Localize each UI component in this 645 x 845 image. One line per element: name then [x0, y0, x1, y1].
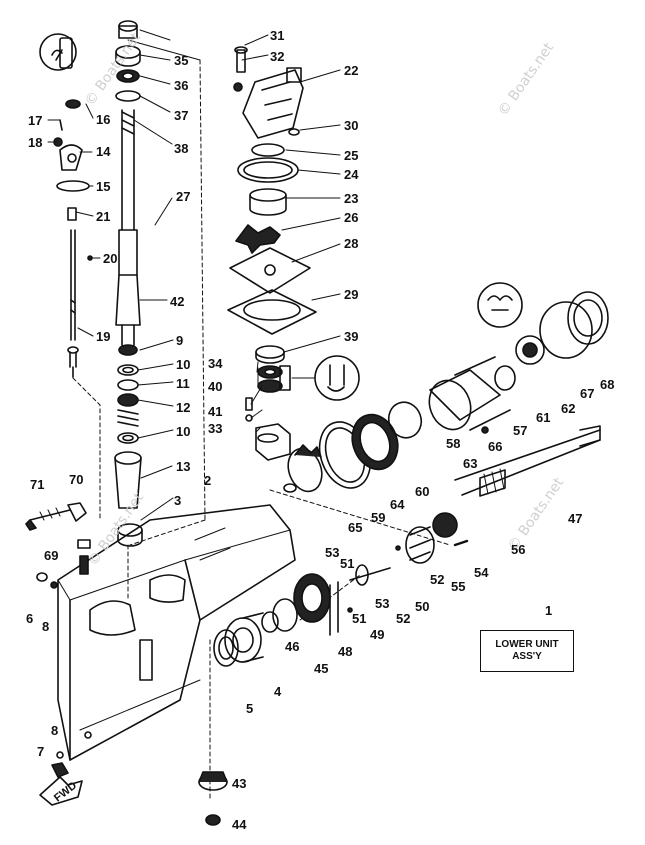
callout-8a: 8 — [42, 619, 50, 634]
callout-35: 35 — [174, 53, 189, 68]
callout-67: 67 — [580, 386, 595, 401]
callout-36: 36 — [174, 78, 189, 93]
callout-45: 45 — [314, 661, 329, 676]
callout-10b: 10 — [176, 424, 191, 439]
callout-37: 37 — [174, 108, 189, 123]
callout-25: 25 — [344, 148, 359, 163]
shift-rod-assembly — [39, 33, 101, 378]
callout-60: 60 — [415, 484, 430, 499]
callout-57: 57 — [513, 423, 528, 438]
callout-14: 14 — [96, 144, 111, 159]
callout-61: 61 — [536, 410, 551, 425]
callout-51b: 51 — [352, 611, 367, 626]
callout-41: 41 — [208, 404, 223, 419]
callout-32: 32 — [270, 49, 285, 64]
callout-38: 38 — [174, 141, 189, 156]
callout-5: 5 — [246, 701, 254, 716]
callout-33: 33 — [208, 421, 223, 436]
callout-4: 4 — [274, 684, 282, 699]
callout-30: 30 — [344, 118, 359, 133]
callout-70: 70 — [69, 472, 84, 487]
callout-1: 1 — [545, 603, 553, 618]
callout-28: 28 — [344, 236, 359, 251]
callout-68: 68 — [600, 377, 615, 392]
box-label-line2: ASS'Y — [512, 651, 542, 662]
drive-shaft-assembly — [114, 20, 201, 547]
callout-47: 47 — [568, 511, 583, 526]
callout-49: 49 — [370, 627, 385, 642]
callout-29: 29 — [344, 287, 359, 302]
callout-23: 23 — [344, 191, 359, 206]
callout-7: 7 — [37, 744, 45, 759]
callout-43: 43 — [232, 776, 247, 791]
callout-26: 26 — [344, 210, 359, 225]
callout-27: 27 — [176, 189, 191, 204]
callout-9: 9 — [176, 333, 184, 348]
callout-64: 64 — [390, 497, 405, 512]
callout-34: 34 — [208, 356, 223, 371]
callout-51a: 51 — [340, 556, 355, 571]
callout-69: 69 — [44, 548, 59, 563]
callout-19: 19 — [96, 329, 111, 344]
callout-17: 17 — [28, 113, 43, 128]
lower-unit-assembly-box: LOWER UNIT ASS'Y — [480, 630, 574, 672]
callout-31: 31 — [270, 28, 285, 43]
callout-48: 48 — [338, 644, 353, 659]
leader-lines — [47, 29, 341, 521]
callout-21: 21 — [96, 209, 111, 224]
callout-58: 58 — [446, 436, 461, 451]
callout-2: 2 — [204, 473, 212, 488]
callout-56: 56 — [511, 542, 526, 557]
callout-42: 42 — [170, 294, 185, 309]
callout-46: 46 — [285, 639, 300, 654]
callout-65: 65 — [348, 520, 363, 535]
gear-and-shaft-assembly — [198, 282, 609, 826]
callout-16: 16 — [96, 112, 111, 127]
callout-54: 54 — [474, 565, 489, 580]
callout-15: 15 — [96, 179, 111, 194]
callout-71: 71 — [30, 477, 45, 492]
callout-24: 24 — [344, 167, 359, 182]
callout-59: 59 — [371, 510, 386, 525]
callout-66: 66 — [488, 439, 503, 454]
lower-unit-housing — [57, 504, 296, 761]
water-pump-assembly — [227, 46, 360, 461]
housing-fasteners — [25, 502, 91, 806]
callout-62: 62 — [561, 401, 576, 416]
callout-53b: 53 — [375, 596, 390, 611]
callout-12: 12 — [176, 400, 191, 415]
callout-52a: 52 — [430, 572, 445, 587]
callout-55: 55 — [451, 579, 466, 594]
callout-20: 20 — [103, 251, 118, 266]
box-label-line1: LOWER UNIT — [495, 638, 559, 650]
callout-22: 22 — [344, 63, 359, 78]
callout-13: 13 — [176, 459, 191, 474]
callout-50: 50 — [415, 599, 430, 614]
callout-3: 3 — [174, 493, 182, 508]
callout-18: 18 — [28, 135, 43, 150]
callout-63: 63 — [463, 456, 478, 471]
callout-40: 40 — [208, 379, 223, 394]
callout-10a: 10 — [176, 357, 191, 372]
callout-11: 11 — [176, 376, 190, 391]
callout-53a: 53 — [325, 545, 340, 560]
callout-52b: 52 — [396, 611, 411, 626]
callout-44: 44 — [232, 817, 247, 832]
callout-8b: 8 — [51, 723, 59, 738]
callout-39: 39 — [344, 329, 359, 344]
callout-6: 6 — [26, 611, 34, 626]
